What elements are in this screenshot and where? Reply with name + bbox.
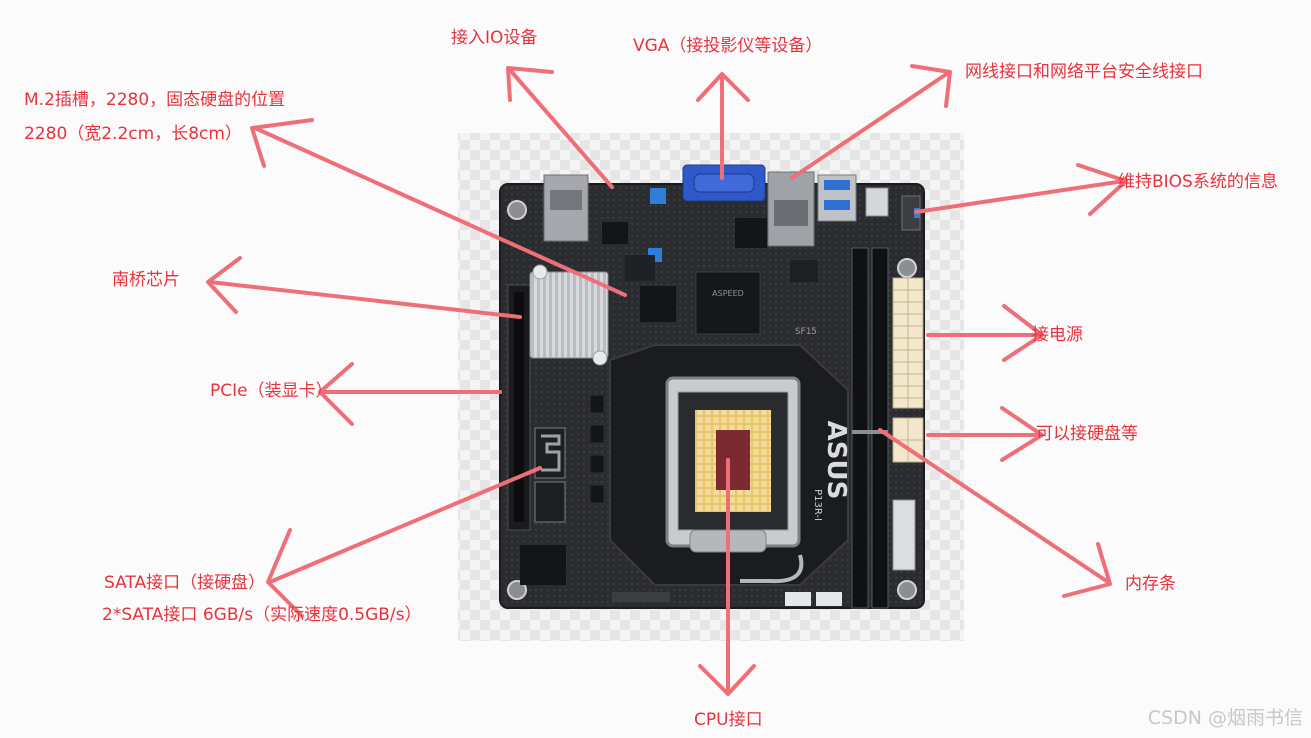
mount-hole <box>507 580 527 600</box>
label-southbridge: 南桥芯片 <box>112 270 180 290</box>
model-label: P13R-I <box>812 489 823 521</box>
motherboard: ASPEED SF15 <box>499 164 925 609</box>
mount-hole <box>897 580 917 600</box>
arrow-southbridge <box>206 256 522 319</box>
mount-hole <box>507 200 527 220</box>
label-vga: VGA（接投影仪等设备） <box>633 36 823 56</box>
watermark: CSDN @烟雨书信 <box>1147 707 1303 729</box>
label-memory: 内存条 <box>1125 574 1176 594</box>
silkscreen-label: SF15 <box>795 327 817 337</box>
dimm-slot <box>871 247 889 609</box>
label-power: 接电源 <box>1032 325 1083 345</box>
label-io: 接入IO设备 <box>451 28 538 48</box>
label-sata-line2: 2*SATA接口 6GB/s（实际速度0.5GB/s） <box>102 605 422 625</box>
label-pcie: PCIe（装显卡） <box>210 381 333 401</box>
arrow-pcie <box>318 362 502 426</box>
arrow-memory <box>878 428 1112 598</box>
sata-connectors <box>534 427 566 523</box>
bmc-chip <box>695 271 761 335</box>
bmc-chip-label: ASPEED <box>712 289 744 298</box>
label-disk: 可以接硬盘等 <box>1036 424 1138 444</box>
label-cpu: CPU接口 <box>694 710 763 730</box>
arrow-bios <box>914 163 1128 216</box>
arrow-network <box>790 64 952 180</box>
south-bridge-heatsink <box>529 271 609 359</box>
arrow-vga <box>696 72 750 180</box>
arrow-disk <box>926 406 1044 462</box>
label-bios: 维持BIOS系统的信息 <box>1118 172 1278 192</box>
arrow-sata <box>266 466 542 618</box>
arrow-cpu <box>698 458 756 696</box>
arrow-power <box>926 304 1044 362</box>
brand-logo: ASUS <box>821 421 851 500</box>
label-m2-line1: M.2插槽，2280，固态硬盘的位置 <box>24 90 286 110</box>
dimm-slot <box>851 247 869 609</box>
label-m2-line2: 2280（宽2.2cm，长8cm） <box>24 124 242 144</box>
arrow-m2 <box>250 118 627 297</box>
annotation-arrows <box>206 64 1128 696</box>
mount-hole <box>897 258 917 278</box>
label-sata-line1: SATA接口（接硬盘） <box>104 573 266 593</box>
label-network: 网线接口和网络平台安全线接口 <box>965 62 1203 82</box>
arrow-io <box>506 66 614 189</box>
